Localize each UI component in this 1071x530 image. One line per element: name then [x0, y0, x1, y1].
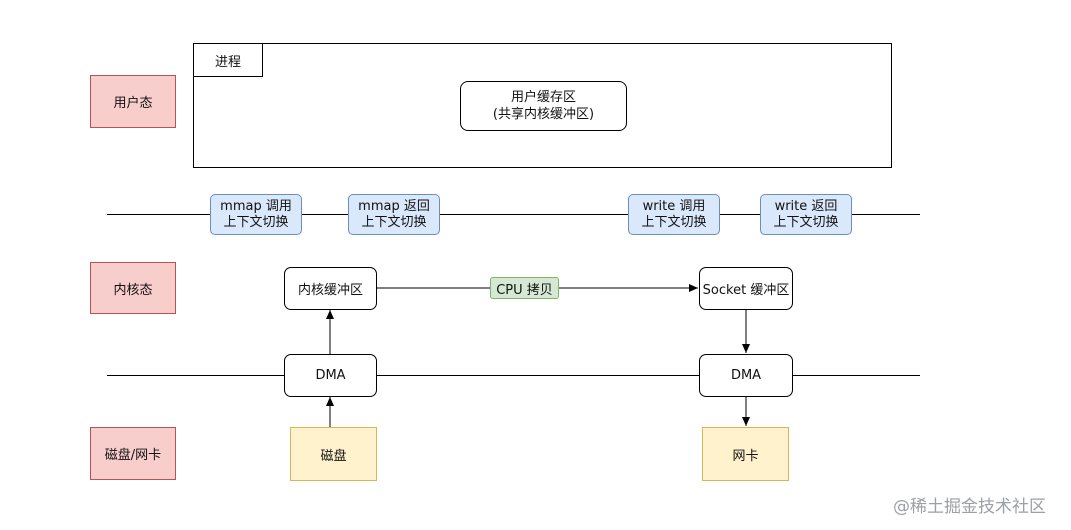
write-return-switch-box: write 返回 上下文切换: [760, 194, 852, 235]
kernel-device-boundary-line: [107, 375, 920, 376]
cpu-copy-text: CPU 拷贝: [496, 282, 553, 298]
nic-text: 网卡: [732, 448, 759, 464]
process-title: 进程: [214, 54, 241, 70]
user-space-text: 用户态: [113, 96, 153, 111]
dma-right-text: DMA: [730, 368, 762, 383]
user-buffer-box: 用户缓存区 (共享内核缓冲区): [460, 81, 627, 131]
mmap-call-line1: mmap 调用: [220, 198, 292, 214]
process-frame: 进程 用户缓存区 (共享内核缓冲区): [193, 43, 892, 168]
disk-box: 磁盘: [290, 427, 377, 481]
device-layer-label: 磁盘/网卡: [90, 427, 176, 480]
write-call-line1: write 调用: [642, 198, 706, 214]
dma-right-box: DMA: [699, 354, 793, 397]
dma-left-text: DMA: [315, 368, 346, 383]
user-kernel-boundary-line: [107, 214, 920, 215]
process-tab: 进程: [194, 44, 263, 77]
mmap-call-line2: 上下文切换: [223, 214, 289, 230]
kernel-space-label: 内核态: [90, 262, 176, 314]
mmap-return-line2: 上下文切换: [361, 214, 427, 230]
kernel-buffer-box: 内核缓冲区: [284, 267, 377, 310]
write-call-line2: 上下文切换: [641, 214, 707, 230]
watermark: @稀土掘金技术社区: [893, 497, 1046, 517]
socket-buffer-box: Socket 缓冲区: [699, 267, 793, 310]
mmap-call-switch-box: mmap 调用 上下文切换: [210, 194, 302, 235]
user-space-label: 用户态: [90, 75, 176, 128]
dma-left-box: DMA: [284, 354, 377, 397]
kernel-buffer-text: 内核缓冲区: [297, 283, 363, 298]
user-buffer-line1: 用户缓存区: [510, 90, 576, 105]
write-call-switch-box: write 调用 上下文切换: [628, 194, 720, 235]
mmap-return-switch-box: mmap 返回 上下文切换: [348, 194, 440, 235]
kernel-space-text: 内核态: [113, 282, 153, 298]
disk-text: 磁盘: [320, 448, 347, 464]
user-buffer-line2: (共享内核缓冲区): [492, 107, 595, 122]
write-return-line1: write 返回: [774, 198, 838, 214]
socket-buffer-text: Socket 缓冲区: [702, 283, 790, 298]
mmap-return-line1: mmap 返回: [358, 198, 430, 214]
write-return-line2: 上下文切换: [773, 214, 839, 230]
cpu-copy-label: CPU 拷贝: [490, 277, 559, 299]
nic-box: 网卡: [702, 427, 789, 481]
device-layer-text: 磁盘/网卡: [104, 448, 162, 463]
